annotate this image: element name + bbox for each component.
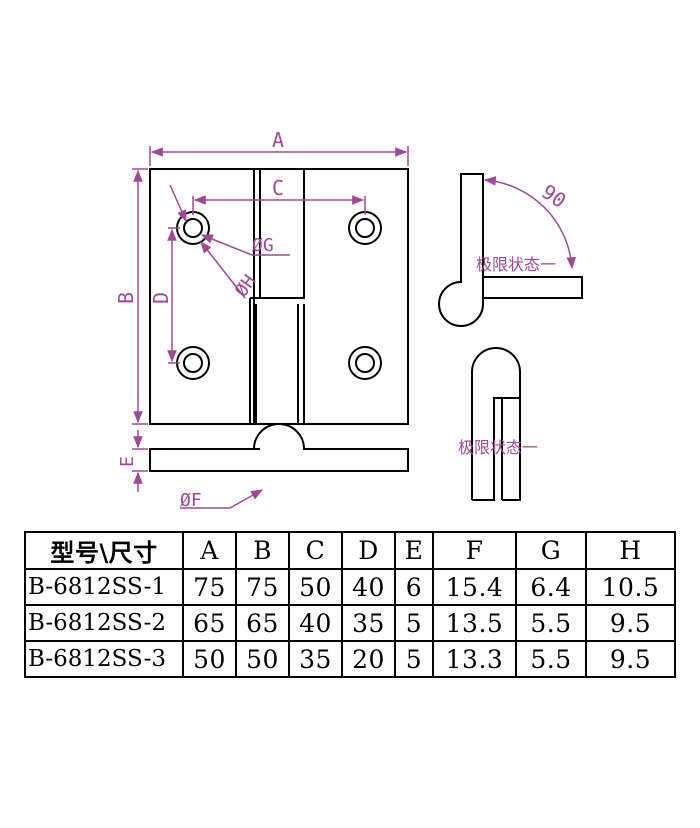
screw-hole-outer-tl — [176, 211, 210, 245]
dim-leader-f — [180, 489, 264, 509]
dimension-spec-table: 型号\尺寸 A B C D E F G H B-6812SS-1 75 75 5… — [24, 531, 676, 678]
front-view — [149, 168, 409, 425]
table-cell: 50 — [235, 640, 290, 678]
table-cell: 5 — [394, 640, 434, 678]
closed-leaf-a — [472, 397, 503, 501]
table-cell: 6.4 — [515, 568, 587, 606]
dim-arc-90 — [483, 176, 577, 270]
table-cell: 5 — [394, 604, 434, 642]
header-cell-h: H — [585, 531, 676, 570]
table-header-row: 型号\尺寸 A B C D E F G H — [24, 531, 676, 570]
dim-label-e: E — [117, 456, 138, 467]
dim-leader-g — [169, 184, 187, 223]
table-row: B-6812SS-3 50 50 35 20 5 13.3 5.5 9.5 — [24, 640, 676, 678]
dim-label-c: C — [272, 176, 284, 200]
header-cell-model: 型号\尺寸 — [24, 531, 184, 570]
table-cell: 40 — [288, 604, 343, 642]
screw-hole-outer-br — [348, 346, 382, 380]
table-cell: 10.5 — [585, 568, 676, 606]
table-cell: 15.4 — [432, 568, 517, 606]
table-row: B-6812SS-1 75 75 50 40 6 15.4 6.4 10.5 — [24, 568, 676, 606]
header-cell-a: A — [182, 531, 237, 570]
table-cell: 65 — [182, 604, 237, 642]
table-cell: 75 — [235, 568, 290, 606]
table-cell: 50 — [288, 568, 343, 606]
table-cell: 50 — [182, 640, 237, 678]
header-cell-c: C — [288, 531, 343, 570]
header-cell-d: D — [341, 531, 396, 570]
screw-hole-inner-tl — [183, 218, 203, 238]
bottom-view — [149, 423, 409, 472]
screw-hole-inner-tr — [355, 218, 375, 238]
closed-knuckle — [471, 347, 521, 500]
table-cell: 5.5 — [515, 640, 587, 678]
table-cell: 20 — [341, 640, 396, 678]
table-cell: 9.5 — [585, 640, 676, 678]
dim-label-a: A — [272, 128, 284, 152]
side-view-open — [438, 173, 583, 327]
header-cell-f: F — [432, 531, 517, 570]
table-cell: 5.5 — [515, 604, 587, 642]
header-cell-b: B — [235, 531, 290, 570]
dim-label-f: ØF — [180, 490, 202, 511]
table-cell-model: B-6812SS-2 — [24, 604, 184, 642]
note-limit-state-top: 极限状态一 — [476, 255, 556, 274]
dim-leader-h — [200, 241, 246, 299]
closed-leaf-b — [502, 398, 521, 501]
table-cell: 75 — [182, 568, 237, 606]
header-cell-e: E — [394, 531, 434, 570]
screw-hole-inner-br — [355, 353, 375, 373]
knuckle-slot-right — [249, 297, 305, 424]
table-cell: 35 — [288, 640, 343, 678]
dim-label-angle: 90 — [537, 179, 571, 212]
table-cell-model: B-6812SS-1 — [24, 568, 184, 606]
dimension-lines — [132, 146, 577, 509]
table-cell: 9.5 — [585, 604, 676, 642]
table-cell: 13.3 — [432, 640, 517, 678]
knuckle-slot-left — [253, 169, 305, 424]
side-view-closed — [471, 347, 521, 501]
header-cell-g: G — [515, 531, 587, 570]
dim-label-g: ØG — [252, 235, 274, 256]
open-leaf-horizontal — [482, 276, 583, 299]
note-limit-state-bottom: 极限状态一 — [458, 438, 538, 457]
table-cell: 35 — [341, 604, 396, 642]
hinge-plate-outline — [149, 168, 409, 425]
open-leaf-vertical — [438, 173, 484, 327]
table-row: B-6812SS-2 65 65 40 35 5 13.5 5.5 9.5 — [24, 604, 676, 642]
dim-label-d: D — [149, 292, 173, 304]
table-cell: 65 — [235, 604, 290, 642]
dim-label-h: ØH — [231, 271, 261, 301]
screw-hole-inner-bl — [183, 353, 203, 373]
dim-label-b: B — [114, 292, 138, 304]
table-cell: 40 — [341, 568, 396, 606]
table-cell-model: B-6812SS-3 — [24, 640, 184, 678]
table-cell: 6 — [394, 568, 434, 606]
table-cell: 13.5 — [432, 604, 517, 642]
bottom-leaf-outline — [149, 423, 409, 472]
screw-hole-outer-tr — [348, 211, 382, 245]
screw-hole-outer-bl — [176, 346, 210, 380]
